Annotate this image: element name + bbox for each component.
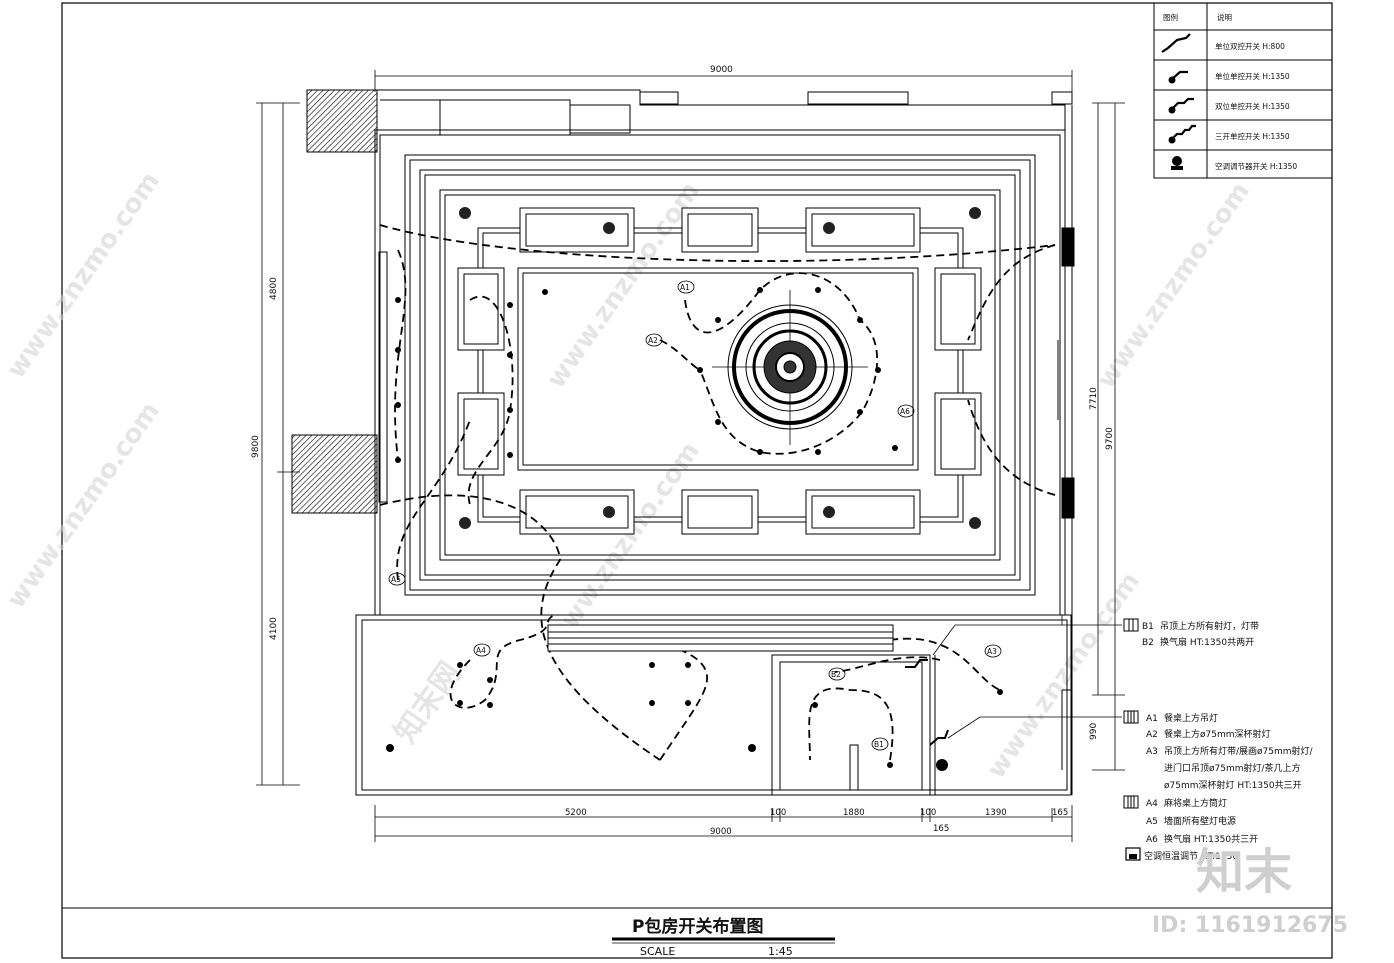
switch-box-icon — [1123, 618, 1139, 632]
note-b2-text: 换气扇 HT:1350共两开 — [1160, 636, 1254, 648]
dim-seg-4: 100 — [920, 808, 936, 818]
lower-partition — [547, 624, 1072, 796]
switch-dot-icon — [1168, 106, 1176, 114]
legend-header-symbol: 图例 — [1163, 12, 1178, 22]
watermark-id: ID: 1161912675 — [1152, 913, 1348, 938]
note-a6-text: 换气扇 HT:1350共三开 — [1164, 833, 1258, 845]
label-a6: A6 — [900, 407, 910, 416]
dim-seg-6: 165 — [1052, 808, 1068, 818]
dimension-left-total: 9800 — [251, 435, 261, 458]
label-b1: B1 — [874, 740, 884, 749]
watermark-text: www.znzmo.com — [1, 167, 166, 384]
dim-seg-1: 5200 — [565, 808, 587, 818]
dimension-right-inner: 7710 — [1089, 387, 1099, 410]
note-a5-tag: A5 — [1146, 817, 1158, 827]
ceiling-frames — [404, 154, 1036, 596]
dimension-left-upper: 4800 — [269, 277, 279, 300]
note-b1-tag: B1 — [1142, 622, 1154, 632]
scale-value: 1:45 — [768, 945, 793, 958]
legend-header-desc: 说明 — [1217, 12, 1232, 22]
watermark-text: www.znzmo.com — [981, 567, 1146, 784]
dimension-top — [374, 70, 1073, 92]
ac-note-icon — [1125, 847, 1141, 861]
single-switch-icon — [1171, 70, 1188, 80]
dimension-top-label: 9000 — [710, 65, 733, 75]
corner-lights — [459, 207, 981, 529]
dimension-right-outer: 9700 — [1105, 427, 1115, 450]
note-a2-text: 餐桌上方ø75mm深杯射灯 — [1164, 728, 1271, 740]
label-a4: A4 — [476, 646, 486, 655]
dimension-bottom — [374, 805, 1073, 842]
legend-table — [1153, 2, 1333, 179]
note-a3-tag: A3 — [1146, 747, 1158, 757]
note-a3-text-2: 进门口吊顶ø75mm射灯/茶几上方 — [1164, 762, 1301, 774]
dimension-right — [1092, 102, 1125, 771]
note-a4-text: 麻将桌上方筒灯 — [1164, 797, 1227, 809]
lower-lights — [386, 662, 1003, 771]
note-a4-tag: A4 — [1146, 799, 1158, 809]
double-control-switch-icon — [1161, 33, 1191, 53]
legend-row-text: 单位单控开关 H:1350 — [1215, 71, 1290, 81]
switch-icons — [905, 659, 949, 746]
dimension-left-lower: 4100 — [269, 617, 279, 640]
dim-bottom-extra: 165 — [933, 824, 949, 834]
legend-row-text: 双位单控开关 H:1350 — [1215, 101, 1290, 111]
walls — [355, 89, 1075, 796]
legend-row-text: 三开单控开关 H:1350 — [1215, 131, 1290, 141]
double-switch-icon — [1171, 97, 1194, 110]
ac-thermostat-icon — [1171, 156, 1183, 170]
corner-brand-watermark: 知末 — [1196, 844, 1292, 900]
dim-seg-2: 100 — [770, 808, 786, 818]
switch-dot-icon — [1168, 136, 1176, 144]
dimension-right-lower: 990 — [1089, 723, 1099, 740]
watermark-text: www.znzmo.com — [1, 397, 166, 614]
column-hatch-top — [306, 89, 378, 153]
dim-bottom-total: 9000 — [710, 827, 732, 837]
dimension-left — [256, 102, 300, 786]
circuit-labels — [388, 280, 1002, 751]
note-a1-tag: A1 — [1146, 714, 1158, 724]
drawing-title: P包房开关布置图 — [632, 916, 763, 937]
note-a2-tag: A2 — [1146, 730, 1158, 740]
legend-row-text: 空调调节器开关 H:1350 — [1215, 161, 1297, 171]
label-b2: B2 — [831, 670, 841, 679]
note-a1-text: 餐桌上方吊灯 — [1164, 712, 1218, 724]
note-a5-text: 墙面所有壁灯电源 — [1164, 815, 1236, 827]
ac-note-text: 空调恒温调节 HT:1350 — [1144, 850, 1238, 862]
leader-lines — [932, 615, 1122, 739]
label-a3: A3 — [987, 647, 997, 656]
label-a1: A1 — [680, 283, 690, 292]
scale-label: SCALE — [640, 945, 675, 958]
watermark-brand: 知末网 — [388, 656, 468, 750]
switch-dot-icon — [1168, 76, 1176, 84]
dim-seg-5: 1390 — [985, 808, 1007, 818]
note-a3-text: 吊顶上方所有灯带/展画ø75mm射灯/ — [1164, 745, 1314, 757]
column-hatch-mid — [291, 434, 378, 514]
note-a6-tag: A6 — [1146, 835, 1158, 845]
watermark-text: www.znzmo.com — [541, 437, 706, 654]
dim-seg-3: 1880 — [843, 808, 865, 818]
label-a5: A5 — [391, 575, 401, 584]
note-b1-text: 吊顶上方所有射灯，灯带 — [1160, 620, 1259, 632]
legend-icons — [1161, 33, 1196, 140]
note-b2-tag: B2 — [1142, 638, 1154, 648]
chandelier-icon — [712, 290, 868, 445]
ceiling-panels — [457, 207, 982, 535]
note-a3-text-3: ø75mm深杯射灯 HT:1350共三开 — [1164, 779, 1302, 791]
sheet-frame — [61, 2, 1333, 959]
watermark-text: www.znzmo.com — [1091, 177, 1256, 394]
legend-row-text: 单位双控开关 H:800 — [1215, 41, 1285, 51]
triple-switch-icon — [1171, 124, 1196, 140]
label-a2: A2 — [648, 336, 658, 345]
